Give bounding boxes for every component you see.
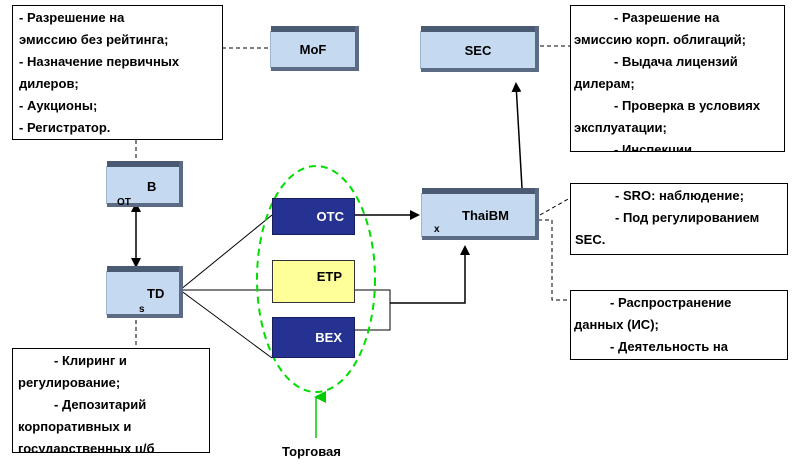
td-note: - Клиринг и регулирование; - Депозитарий… xyxy=(12,348,210,453)
mof-note-line: - Назначение первичных xyxy=(19,54,180,69)
thaibm-node-label: ThaiBM xyxy=(462,208,509,223)
sec-node-label: SEC xyxy=(464,42,492,58)
data-note: - Распространение данных (ИС); - Деятель… xyxy=(570,290,788,360)
thaibm-node-sublabel: x xyxy=(434,224,440,235)
td-otc-line xyxy=(179,214,273,291)
thaibm-note-line: - Под регулированием xyxy=(615,210,760,225)
td-note-line: - Депозитарий xyxy=(54,397,147,412)
thaibm-note: - SRO: наблюдение; - Под регулированием … xyxy=(570,183,788,255)
bot-node-sublabel: ОТ xyxy=(117,197,131,208)
td-node[interactable]: TD s xyxy=(106,266,183,318)
sec-note-line: - Проверка в условиях xyxy=(614,98,761,113)
etp-node[interactable]: ETP xyxy=(272,260,355,303)
sec-note-line: - Выдача лицензий xyxy=(614,54,738,69)
mof-note-line: дилеров; xyxy=(19,76,79,91)
td-node-label: TD xyxy=(147,286,165,301)
td-node-sublabel: s xyxy=(139,304,145,315)
mof-note-line: - Регистратор. xyxy=(19,120,111,135)
sec-node[interactable]: SEC xyxy=(420,26,539,72)
thaibm-note-line: - SRO: наблюдение; xyxy=(615,188,744,203)
bex-node[interactable]: BEX xyxy=(272,317,355,358)
otc-node[interactable]: OTC xyxy=(272,198,355,235)
otc-node-label: OTC xyxy=(316,209,344,224)
sec-note-line: эмиссию корп. облигаций; xyxy=(574,32,746,47)
td-note-line: - Клиринг и xyxy=(54,353,127,368)
td-note-line: регулирование; xyxy=(18,375,121,390)
sec-note-line: - Инспекции xyxy=(614,142,692,152)
bot-node[interactable]: В ОТ xyxy=(106,161,183,208)
thaibm-node[interactable]: ThaiBM x xyxy=(421,188,539,240)
mof-note: - Разрешение на эмиссию без рейтинга; - … xyxy=(12,5,223,140)
mof-node-label: MoF xyxy=(299,42,327,57)
td-note-line: государственных ц/б xyxy=(18,441,155,453)
bex-thaibm-arrow xyxy=(390,245,470,304)
data-note-line: - Деятельность на xyxy=(610,339,728,354)
sec-note-line: - Разрешение на xyxy=(614,10,720,25)
data-note-line: - Распространение xyxy=(610,295,732,310)
data-note-line: данных (ИС); xyxy=(574,317,659,332)
sec-note-line: дилерам; xyxy=(574,76,635,91)
td-note-line: корпоративных и xyxy=(18,419,132,434)
mof-node[interactable]: MoF xyxy=(270,26,359,71)
sec-note: - Разрешение на эмиссию корп. облигаций;… xyxy=(570,5,785,152)
thaibm-note-line: SEC. xyxy=(575,232,606,247)
bot-node-label: В xyxy=(147,179,157,194)
sec-note-line: эксплуатации; xyxy=(574,120,667,135)
trading-group-caption: Торговая xyxy=(282,444,341,459)
mof-note-line: - Аукционы; xyxy=(19,98,98,113)
mof-note-line: - Разрешение на xyxy=(19,10,125,25)
etp-thaibm-line xyxy=(355,289,391,331)
thaibm-callout-line xyxy=(539,197,571,216)
td-bex-line xyxy=(179,289,273,359)
thaibm-sec-arrow xyxy=(511,82,523,189)
bex-node-label: BEX xyxy=(315,330,342,345)
data-callout-line xyxy=(538,219,570,301)
mof-note-line: эмиссию без рейтинга; xyxy=(19,32,169,47)
etp-node-label: ETP xyxy=(316,269,342,284)
